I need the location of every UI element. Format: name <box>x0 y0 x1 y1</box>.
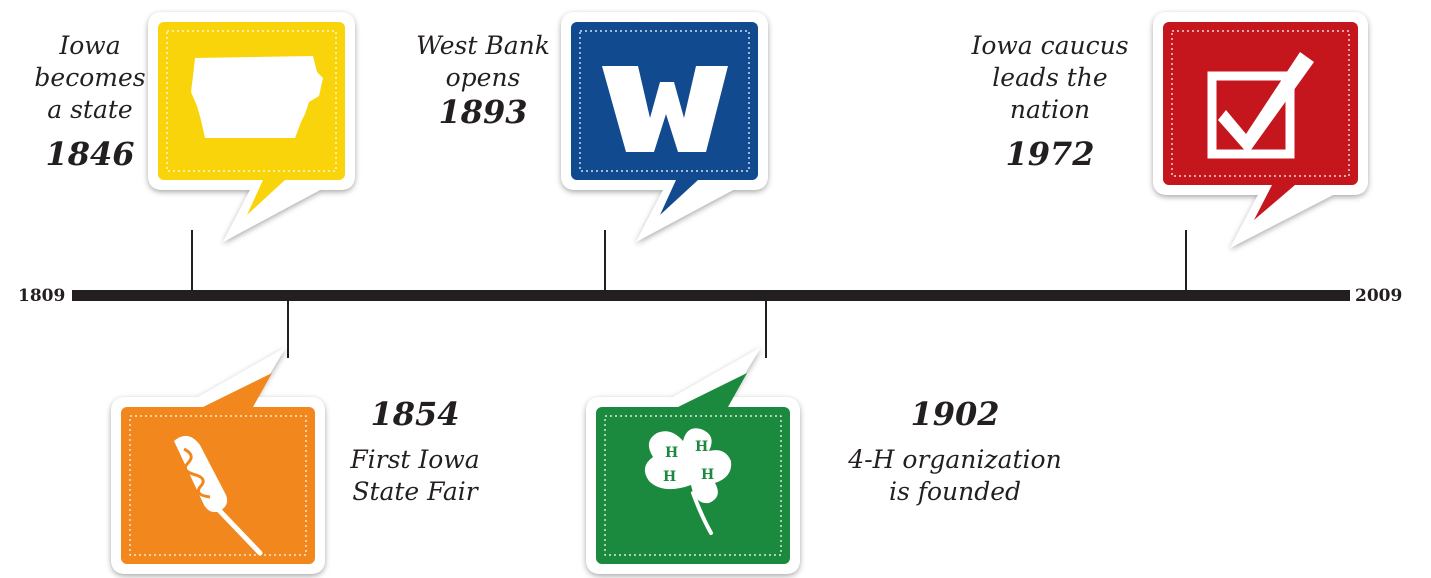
event-1902-bubble: H H H H <box>586 347 800 574</box>
event-1902-year: 1902 <box>910 395 1000 433</box>
event-1972-line-2: leads the <box>992 63 1108 92</box>
event-1846-line-3: a state <box>47 95 133 124</box>
event-1893-bubble <box>561 12 768 242</box>
event-1854-line-1: First Iowa <box>350 445 480 474</box>
tick-1854 <box>287 298 289 358</box>
event-1854-line-2: State Fair <box>352 477 478 506</box>
tick-1972 <box>1185 230 1187 294</box>
timeline-axis <box>72 290 1350 301</box>
event-1846-caption: Iowa becomes a state 1846 <box>20 30 160 170</box>
event-1972-bubble <box>1153 12 1368 248</box>
event-1972-caption: Iowa caucus leads the nation 1972 <box>955 30 1145 170</box>
event-1893-caption: West Bank opens 1893 <box>398 30 568 128</box>
w-logo-icon <box>602 66 728 152</box>
event-1972-year: 1972 <box>1005 135 1095 173</box>
tick-1846 <box>191 230 193 294</box>
event-1854-year: 1854 <box>370 395 460 433</box>
iowa-map-icon <box>191 56 323 138</box>
event-1846-bubble <box>148 12 355 242</box>
event-1902-line-1: 4-H organization <box>848 445 1062 474</box>
event-1902-caption: 1902 4-H organization is founded <box>820 398 1090 508</box>
event-1854-bubble <box>111 347 325 574</box>
event-1972-line-1: Iowa caucus <box>971 31 1129 60</box>
event-1902-line-2: is founded <box>888 477 1022 506</box>
event-1854-caption: 1854 First Iowa State Fair <box>335 398 495 508</box>
checkbox-icon <box>1207 52 1314 159</box>
svg-text:H: H <box>701 467 714 483</box>
tick-1902 <box>765 298 767 358</box>
tick-1893 <box>604 230 606 294</box>
svg-text:H: H <box>665 445 678 461</box>
four-h-clover-icon: H H H H <box>644 428 732 535</box>
event-1972-line-3: nation <box>1009 95 1091 124</box>
corn-dog-icon <box>174 435 263 556</box>
event-1846-line-1: Iowa <box>59 31 121 60</box>
svg-text:H: H <box>663 469 676 485</box>
event-1893-line-1: West Bank <box>416 31 550 60</box>
event-1893-year: 1893 <box>438 93 528 131</box>
event-1893-line-2: opens <box>445 63 521 92</box>
event-1846-year: 1846 <box>45 135 135 173</box>
event-1846-line-2: becomes <box>34 63 146 92</box>
timeline-start-label: 1809 <box>18 286 66 306</box>
svg-text:H: H <box>695 439 708 455</box>
timeline-end-label: 2009 <box>1355 286 1403 306</box>
event-1972-fill <box>1163 22 1358 185</box>
